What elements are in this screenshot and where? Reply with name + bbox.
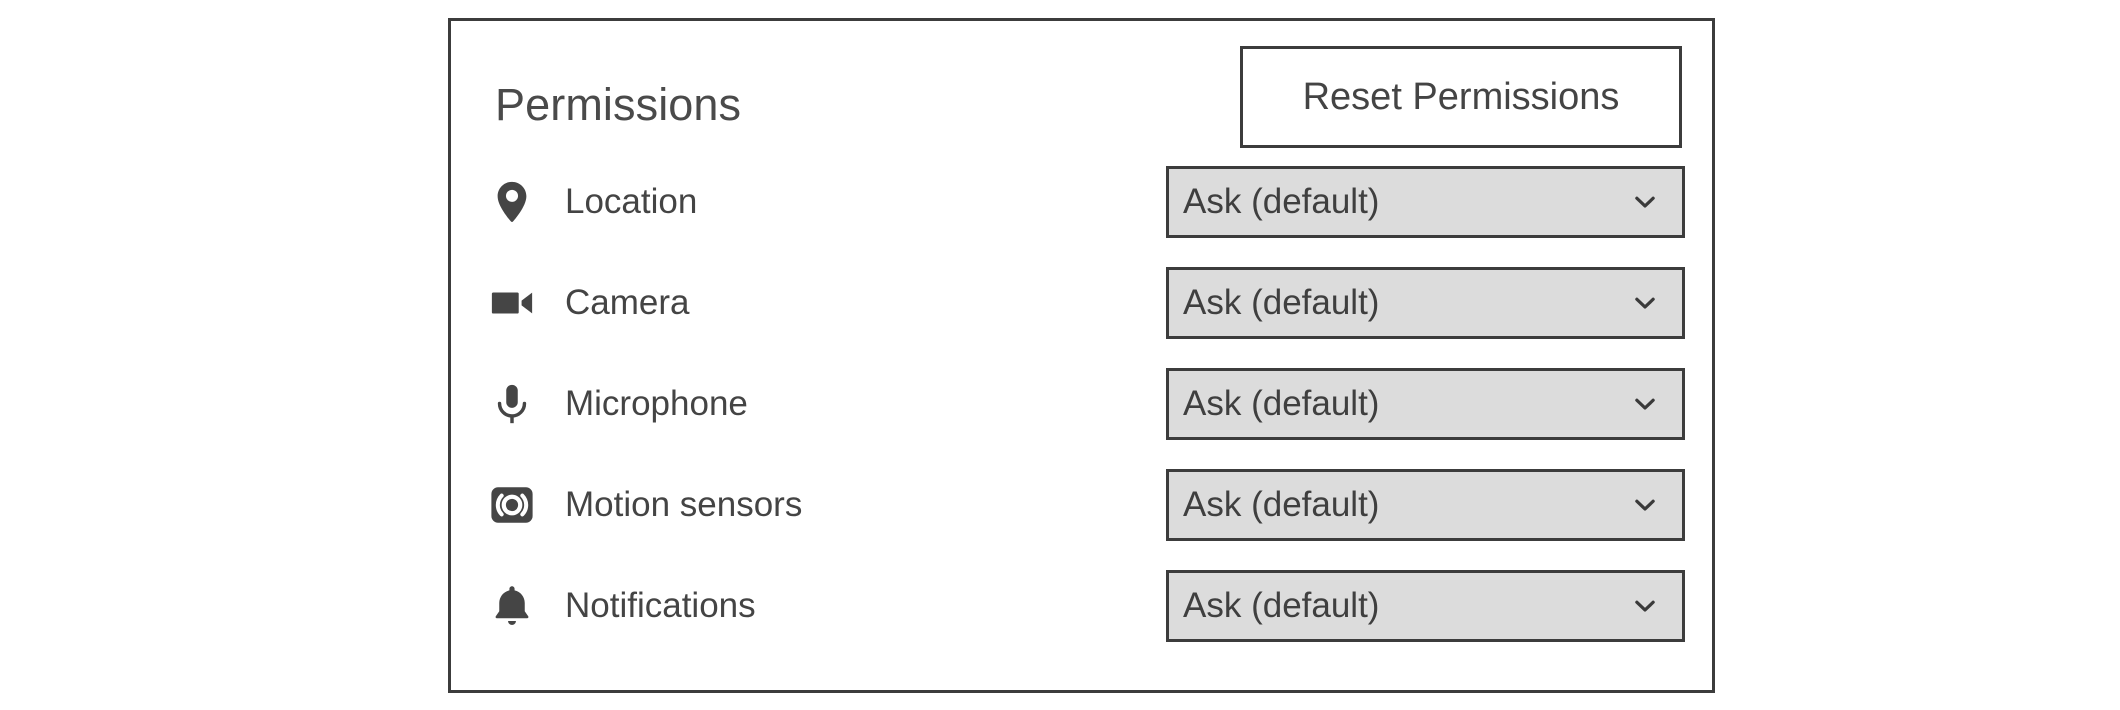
permission-row-label-group: Location [489,151,697,252]
permission-row: Motion sensors Ask (default) [451,454,1712,555]
permission-row-label-group: Microphone [489,353,748,454]
permission-select-value: Ask (default) [1183,182,1380,221]
chevron-down-icon [1630,591,1660,621]
reset-permissions-button[interactable]: Reset Permissions [1240,46,1682,148]
permission-select[interactable]: Ask (default) [1166,469,1685,541]
permission-label: Notifications [565,585,756,625]
location-pin-icon [489,179,535,225]
permission-row-label-group: Motion sensors [489,454,802,555]
chevron-down-icon [1630,490,1660,520]
permission-row: Notifications Ask (default) [451,555,1712,656]
page-title: Permissions [495,79,742,131]
permission-row: Location Ask (default) [451,151,1712,252]
permissions-panel-header: Permissions Reset Permissions [451,21,1712,151]
video-camera-icon [489,280,535,326]
chevron-down-icon [1630,187,1660,217]
chevron-down-icon [1630,288,1660,318]
permission-label: Camera [565,282,690,322]
permission-select-value: Ask (default) [1183,586,1380,625]
permission-select-value: Ask (default) [1183,384,1380,423]
microphone-icon [489,381,535,427]
permission-label: Motion sensors [565,484,803,524]
permission-select[interactable]: Ask (default) [1166,166,1685,238]
permission-select[interactable]: Ask (default) [1166,368,1685,440]
permission-label: Location [565,181,698,221]
permission-label: Microphone [565,383,748,423]
permission-row: Camera Ask (default) [451,252,1712,353]
motion-sensors-icon [489,482,535,528]
permission-row: Microphone Ask (default) [451,353,1712,454]
permission-select-value: Ask (default) [1183,485,1380,524]
permission-select[interactable]: Ask (default) [1166,267,1685,339]
permission-select[interactable]: Ask (default) [1166,570,1685,642]
bell-icon [489,583,535,629]
permission-row-label-group: Camera [489,252,689,353]
chevron-down-icon [1630,389,1660,419]
permission-row-label-group: Notifications [489,555,756,656]
permission-select-value: Ask (default) [1183,283,1380,322]
